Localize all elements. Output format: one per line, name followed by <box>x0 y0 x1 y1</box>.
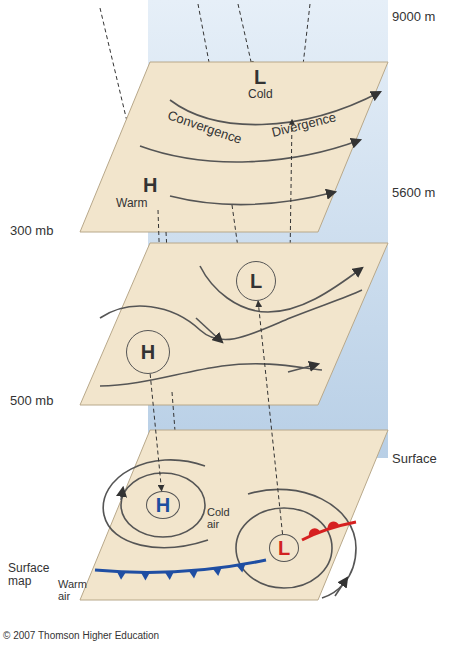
air-mass-label: Warm air <box>58 578 88 602</box>
pressure-label: 500 mb <box>10 394 53 408</box>
low-pressure-circle: L <box>236 261 276 301</box>
cold-front-triangle <box>117 572 126 580</box>
illustration-stroke <box>335 578 347 596</box>
illustration-stroke <box>236 508 332 588</box>
illustration-stroke <box>121 488 123 500</box>
illustration-stroke <box>103 460 356 598</box>
illustration-stroke <box>117 522 339 581</box>
illustration-stroke <box>121 473 205 537</box>
illustration-stroke <box>248 489 356 598</box>
cold-front-triangle <box>165 572 174 580</box>
illustration-stroke <box>100 364 322 386</box>
surface-low-isobar: L <box>269 534 299 562</box>
copyright-note: © 2007 Thomson Higher Education <box>3 630 159 641</box>
level-label: Surface map <box>8 562 58 588</box>
illustration-stroke <box>95 560 266 572</box>
cold-front-triangle <box>213 568 222 577</box>
illustration-stroke <box>140 92 380 205</box>
air-motion-arrow <box>258 301 282 534</box>
high-symbol: H <box>143 174 157 196</box>
illustration-stroke <box>103 460 208 548</box>
air-motion-arrow <box>150 374 161 491</box>
height-label: 5600 m <box>392 186 435 200</box>
warm-front-semicircle <box>328 522 340 530</box>
illustration-stroke <box>80 430 388 600</box>
cold-front-triangle <box>141 572 150 580</box>
pressure-symbol: L <box>250 271 262 291</box>
air-label: Cold <box>248 88 273 101</box>
illustration-stroke <box>80 62 388 232</box>
illustration-stroke <box>80 243 388 405</box>
air-mass-label: Cold air <box>207 506 235 530</box>
height-label: 9000 m <box>392 10 435 24</box>
illustration-stroke <box>200 266 362 312</box>
level-label: Surface <box>392 452 437 466</box>
illustration-stroke <box>100 266 362 386</box>
illustration-stroke <box>170 192 335 205</box>
illustration-stroke <box>238 4 252 66</box>
pressure-symbol: H <box>141 342 155 362</box>
illustration-stroke <box>100 290 362 340</box>
air-label: Warm <box>116 197 148 210</box>
warm-front-semicircle <box>309 528 320 536</box>
pressure-label: 300 mb <box>10 224 53 238</box>
low-symbol: L <box>254 66 266 88</box>
illustration-stroke <box>196 318 222 342</box>
high-pressure-circle: H <box>126 330 170 374</box>
illustration-stroke <box>290 120 292 258</box>
illustration-stroke <box>288 364 318 372</box>
cold-front-triangle <box>189 570 198 578</box>
pressure-symbol: H <box>156 495 170 515</box>
surface-high-isobar: H <box>146 491 180 519</box>
illustration-stroke <box>140 140 360 162</box>
illustration-stroke <box>302 522 356 540</box>
pressure-symbol: L <box>278 538 290 558</box>
cold-front-triangle <box>237 564 246 573</box>
